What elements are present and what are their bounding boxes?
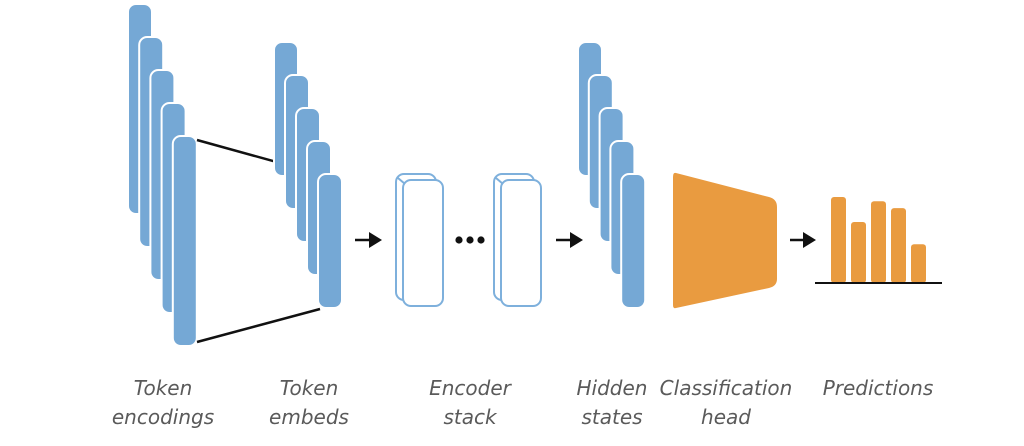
ellipsis-icon [455, 236, 485, 244]
label-token-encodings-line2: encodings [112, 405, 214, 429]
arrow-icon [355, 232, 382, 248]
label-token-embeds-line1: Token [280, 376, 339, 400]
prediction-bar [911, 244, 926, 283]
arrow-icon [790, 232, 816, 248]
prediction-bar [831, 197, 846, 283]
hidden-state-vector [620, 173, 647, 309]
label-token-embeds-line2: embeds [269, 405, 349, 429]
token-encodings-stack [127, 3, 198, 347]
label-token-encodings-line1: Token [134, 376, 193, 400]
token-embeds-stack [273, 41, 343, 309]
label-encoder-stack-line1: Encoder [429, 376, 513, 400]
prediction-bar [851, 221, 866, 283]
encoder-block [395, 173, 444, 307]
label-hidden-states-line1: Hidden [577, 376, 648, 400]
arrow-icon [556, 232, 583, 248]
encoder-stack [395, 173, 542, 307]
encoder-block [493, 173, 542, 307]
label-encoder-stack-line2: stack [443, 405, 498, 429]
hidden-states-stack [577, 41, 647, 309]
token-encoding-vector [171, 135, 198, 347]
label-predictions-line1: Predictions [823, 376, 934, 400]
label-hidden-states-line2: states [581, 405, 642, 429]
classification-head-shape [673, 172, 777, 309]
prediction-bar [871, 201, 886, 283]
projection-line-bottom [196, 307, 321, 344]
predictions-chart [831, 197, 926, 283]
label-classification-head-line2: head [701, 405, 751, 429]
token-embed-vector [317, 173, 343, 309]
prediction-bar [891, 208, 906, 283]
label-classification-head-line1: Classification [660, 376, 793, 400]
